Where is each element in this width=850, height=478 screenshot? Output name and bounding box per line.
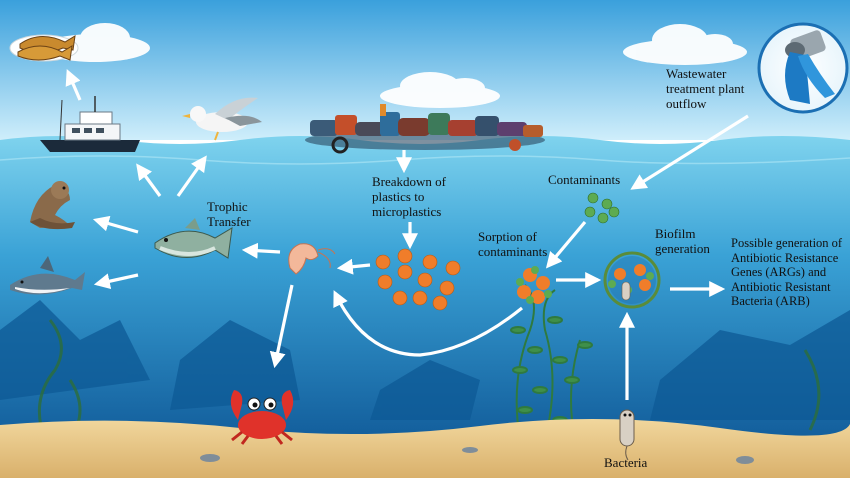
arrow-fish-to-sealion	[92, 215, 139, 234]
crab-icon	[230, 390, 294, 445]
arrow-fish-to-boat	[136, 163, 162, 197]
arrow-contaminants-to-sorption	[545, 220, 587, 269]
seaweed-icon	[510, 284, 593, 441]
shark-icon	[10, 256, 85, 295]
microplastic-particle-icon	[397, 248, 413, 264]
seafloor-rocks	[0, 300, 850, 420]
microplastic-particle-icon	[432, 295, 448, 311]
microplastic-particle-icon	[422, 254, 438, 270]
label-sorption: Sorption of contaminants	[478, 229, 548, 259]
fish-platter-icon	[9, 34, 79, 62]
seabed-sand	[0, 418, 850, 478]
label-trophic-transfer: Trophic Transfer	[207, 199, 251, 229]
microplastic-particle-icon	[392, 290, 408, 306]
contaminant-particle-icon	[608, 206, 620, 218]
arrow-boat-to-platter	[65, 69, 82, 101]
label-contaminants: Contaminants	[548, 172, 621, 187]
wastewater-pipe-icon	[757, 22, 849, 114]
sorption-cluster	[516, 266, 552, 304]
contaminant-particle-icon	[587, 192, 599, 204]
microplastic-particle-icon	[397, 264, 413, 280]
cloud-icon	[380, 72, 500, 108]
biofilm-icon	[603, 251, 661, 309]
arrow-wwtp-to-contaminants	[630, 114, 749, 190]
flow-arrows	[65, 69, 749, 400]
label-biofilm: Biofilm generation	[655, 226, 710, 256]
microplastic-particle-icon	[439, 280, 455, 296]
sea-lion-icon	[30, 181, 75, 230]
sky	[0, 0, 850, 140]
contaminant-particle-icon	[584, 206, 596, 218]
fishing-boat-icon	[40, 96, 140, 152]
microplastic-particle-icon	[417, 272, 433, 288]
arrow-microplastics-to-shrimp	[336, 258, 371, 275]
label-args-arb: Possible generation of Antibiotic Resist…	[731, 236, 843, 309]
pebbles	[200, 447, 754, 464]
plastic-debris-icon	[305, 104, 545, 154]
cloud-icon	[623, 24, 747, 65]
seagull-icon	[182, 97, 262, 141]
arrow-sorption-to-shrimp-curve	[333, 290, 524, 357]
shrimp-icon	[288, 243, 336, 275]
arrow-shrimp-to-crab	[269, 284, 294, 369]
label-wastewater: Wastewater treatment plant outflow	[666, 66, 745, 111]
arrow-fish-to-shark	[93, 273, 139, 290]
label-bacteria: Bacteria	[604, 455, 648, 470]
microplastic-particle-icon	[412, 290, 428, 306]
microplastic-particle-icon	[375, 254, 391, 270]
microplastic-particle-icon	[445, 260, 461, 276]
arrow-shrimp-to-fish	[241, 242, 281, 259]
arrow-fish-to-seagull	[176, 155, 207, 197]
microplastic-particle-icon	[377, 274, 393, 290]
bacterium-icon	[619, 409, 635, 461]
microplastic-cluster	[375, 248, 461, 311]
contaminant-particle-icon	[601, 198, 613, 210]
fish-icon	[154, 218, 233, 259]
contaminant-particle-icon	[597, 212, 609, 224]
label-breakdown: Breakdown of plastics to microplastics	[372, 174, 447, 219]
contaminant-cluster	[584, 192, 620, 224]
